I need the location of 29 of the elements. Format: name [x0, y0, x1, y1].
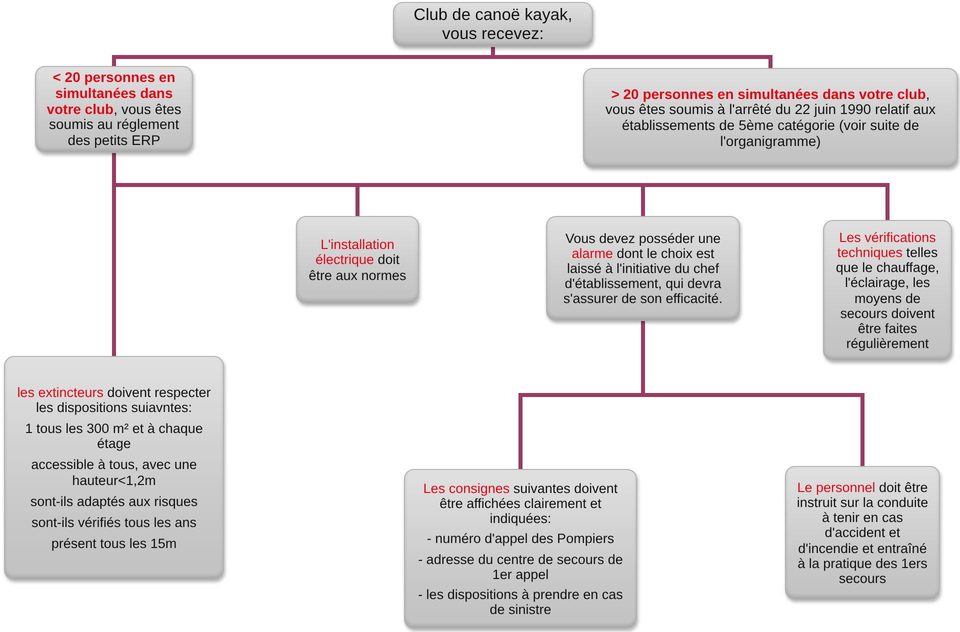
process-box	[35, 66, 193, 153]
box-text: présent tous les 15m	[51, 536, 177, 551]
box-text: les extincteurs doivent respecter les dispositions suiavntes:	[16, 385, 212, 416]
process-box	[4, 356, 224, 580]
box-text: Les vérifications techniques telles que le chauffage, l'éclairage, les moyens de secours doivent être faites régulièrement	[834, 230, 940, 351]
box-text: < 20 personnes en simultanées dans votre club, vous êtes soumis au réglement des petits ERP	[46, 70, 182, 149]
box-text: Vous devez posséder une alarme dont le choix est laissé à l'initiative du chef d'établissement, qui devra s'assurer de son efficacité.	[562, 230, 724, 306]
connector-line	[491, 47, 772, 68]
box-text: Club de canoë kayak, vous recevez:	[412, 6, 574, 43]
process-box	[393, 2, 593, 47]
box-text: L'installation électrique doit être aux normes	[308, 237, 408, 283]
connector-line	[112, 153, 116, 356]
process-box	[404, 469, 637, 629]
box-text: sont-ils vérifiés tous les ans	[31, 514, 197, 530]
process-box	[823, 220, 952, 361]
box-text: accessible à tous, avec une hauteur<1,2m	[30, 457, 198, 488]
box-text: Les consignes suivantes doivent être affichées clairement et indiquées:	[422, 481, 619, 526]
box-text: - les dispositions à prendre en cas de sinistre	[417, 586, 624, 617]
box-text: - adresse du centre de secours de 1er appel	[417, 552, 624, 582]
box-text: sont-ils adaptés aux risques	[30, 494, 198, 509]
process-box	[296, 216, 419, 304]
process-box	[546, 216, 740, 321]
box-text: 1 tous les 300 m² et à chaque étage	[24, 421, 204, 452]
process-box	[785, 466, 940, 600]
box-text: > 20 personnes en simultanées dans votre club, vous êtes soumis à l'arrêté du 22 juin 1990 relatif aux établissements de 5ème catégorie (voir suite de l'organigramme)	[604, 86, 937, 150]
box-text: - numéro d'appel des Pompiers	[426, 531, 614, 546]
box-text: Le personnel doit être instruit sur la conduite à tenir en cas d'accident et d'incendie et entraîné à la pratique des 1ers secours	[796, 480, 930, 586]
connector-line	[641, 321, 864, 466]
process-box	[583, 68, 958, 168]
